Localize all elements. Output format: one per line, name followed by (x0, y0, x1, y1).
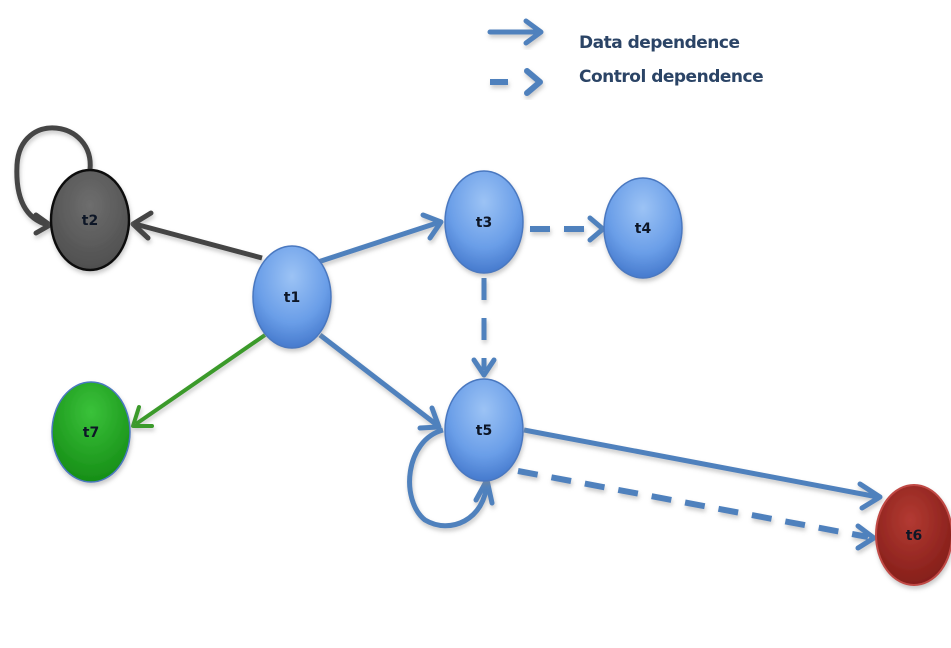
edge-t1-t2 (130, 210, 263, 261)
edge-t1-t3 (317, 212, 444, 265)
node-label-t6: t6 (906, 528, 922, 544)
legend-control-dependence-label: Control dependence (579, 67, 764, 87)
edge-t5-t6-control (517, 468, 877, 551)
edge-t3-t4-control (530, 215, 606, 243)
edge-t1-t5 (318, 333, 442, 431)
edge-t1-t7 (131, 333, 267, 428)
node-t7[interactable]: t7 (51, 381, 131, 483)
node-label-t4: t4 (635, 221, 652, 237)
node-t3[interactable]: t3 (444, 170, 524, 274)
node-label-t5: t5 (476, 423, 492, 439)
node-t1[interactable]: t1 (252, 245, 332, 349)
node-t2[interactable]: t2 (49, 168, 131, 272)
node-label-t7: t7 (83, 425, 99, 441)
node-t4[interactable]: t4 (603, 177, 683, 279)
node-label-t3: t3 (476, 215, 492, 231)
node-label-t2: t2 (82, 213, 98, 229)
legend-data-dependence-label: Data dependence (579, 33, 740, 53)
edge-t3-t5-control (471, 278, 497, 378)
legend-data-arrow (487, 18, 544, 46)
legend-control-arrow (490, 68, 543, 96)
node-t6[interactable]: t6 (875, 484, 951, 586)
node-t5[interactable]: t5 (444, 378, 524, 482)
edge-t5-t6-data (523, 427, 883, 511)
node-label-t1: t1 (284, 290, 300, 306)
